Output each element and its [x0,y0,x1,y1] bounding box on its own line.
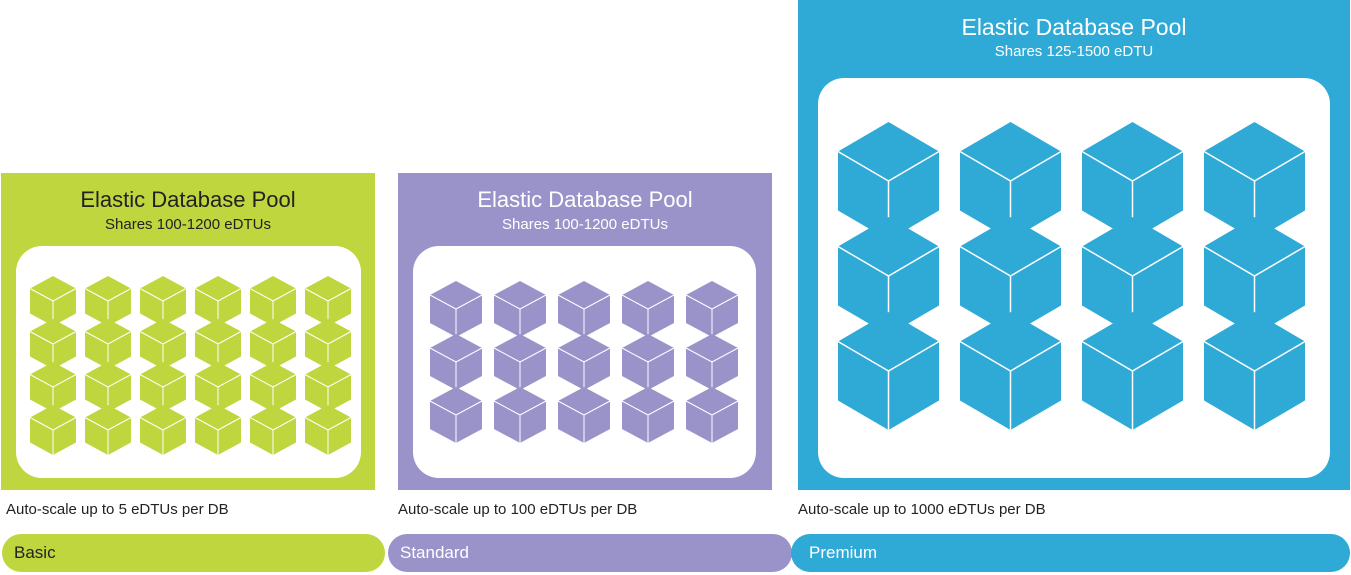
database-cube-icon [685,387,739,443]
database-cube-icon [249,319,297,369]
database-cube-icon [29,405,77,455]
database-cube-icon [685,334,739,390]
database-cube-icon [493,387,547,443]
database-container [818,78,1330,478]
pool-title: Elastic Database Pool [961,14,1187,40]
database-cube-icon [29,276,77,326]
database-cube-icon [84,405,132,455]
pool-subtitle: Shares 100-1200 eDTUs [105,216,271,233]
database-cube-icon [1203,312,1306,430]
tier-standard-button[interactable]: Standard [388,534,792,572]
database-cube-icon [429,281,483,337]
premium-caption: Auto-scale up to 1000 eDTUs per DB [798,501,1046,518]
database-cube-icon [959,122,1062,240]
database-cube-icon [493,281,547,337]
database-cubes [29,276,352,455]
database-cube-icon [429,387,483,443]
database-cube-icon [194,276,242,326]
database-cubes [837,122,1306,430]
database-cube-icon [1081,122,1184,240]
database-cube-icon [493,334,547,390]
database-cubes [429,281,739,443]
basic-caption: Auto-scale up to 5 eDTUs per DB [6,501,229,518]
tier-basic-button[interactable]: Basic [2,534,385,572]
database-cube-icon [194,319,242,369]
standard-pool: Elastic Database Pool Shares 100-1200 eD… [398,173,772,490]
database-container [413,246,756,478]
database-cube-icon [249,276,297,326]
database-cube-icon [139,362,187,412]
pool-title: Elastic Database Pool [477,187,693,212]
database-container [16,246,361,478]
database-cube-icon [685,281,739,337]
pool-title: Elastic Database Pool [80,187,296,212]
database-cube-icon [429,334,483,390]
pool-subtitle: Shares 125-1500 eDTU [994,43,1154,60]
database-cube-icon [29,319,77,369]
database-cube-icon [84,276,132,326]
premium-pool: Elastic Database Pool Shares 125-1500 eD… [798,0,1350,490]
database-cube-icon [249,362,297,412]
database-cube-icon [249,405,297,455]
database-cube-icon [837,312,940,430]
database-cube-icon [621,334,675,390]
database-cube-icon [621,281,675,337]
database-cube-icon [194,405,242,455]
database-cube-icon [84,319,132,369]
database-cube-icon [1081,312,1184,430]
database-cube-icon [304,405,352,455]
database-cube-icon [304,362,352,412]
standard-caption: Auto-scale up to 100 eDTUs per DB [398,501,638,518]
database-cube-icon [837,217,940,335]
database-cube-icon [194,362,242,412]
database-cube-icon [1203,217,1306,335]
database-cube-icon [304,319,352,369]
database-cube-icon [304,276,352,326]
database-cube-icon [557,281,611,337]
database-cube-icon [557,387,611,443]
tier-premium-button[interactable]: Premium [791,534,1350,572]
database-cube-icon [621,387,675,443]
database-cube-icon [557,334,611,390]
database-cube-icon [959,312,1062,430]
database-cube-icon [139,405,187,455]
pool-subtitle: Shares 100-1200 eDTUs [502,216,668,233]
database-cube-icon [139,276,187,326]
basic-pool: Elastic Database Pool Shares 100-1200 eD… [1,173,375,490]
database-cube-icon [84,362,132,412]
database-cube-icon [29,362,77,412]
database-cube-icon [139,319,187,369]
